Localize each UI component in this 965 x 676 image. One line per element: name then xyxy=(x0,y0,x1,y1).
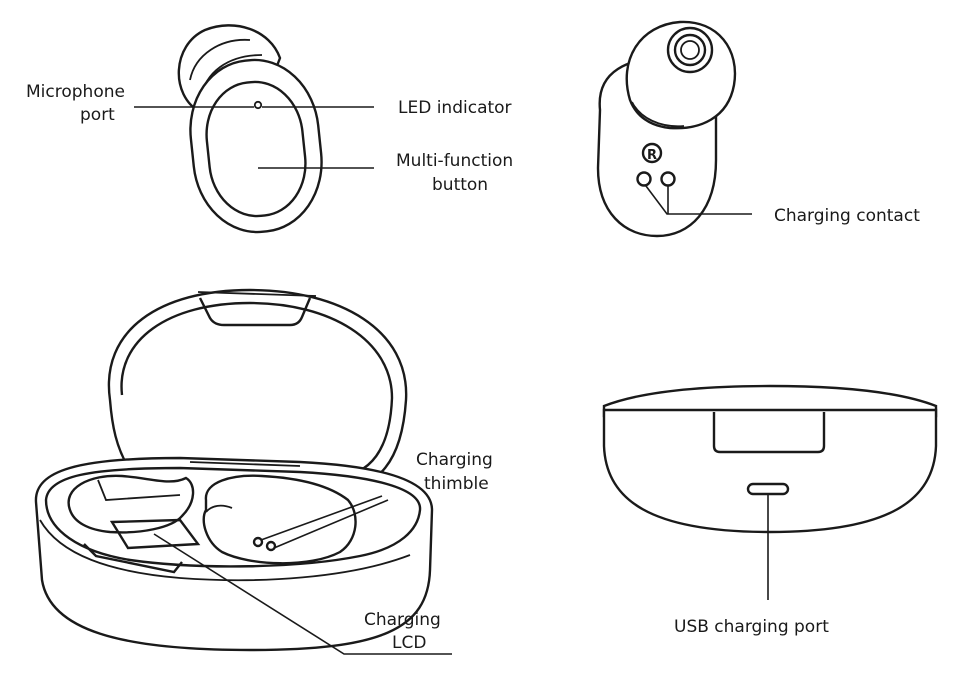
charging-thimble-left xyxy=(252,536,264,548)
leader-charging-contact xyxy=(645,185,752,215)
label-charging-lcd-line2: LCD xyxy=(392,633,426,653)
earbud-logo-letter: R xyxy=(647,148,657,163)
label-led-indicator: LED indicator xyxy=(398,98,512,118)
earbud-back: R xyxy=(596,20,737,238)
label-microphone-port-line2: port xyxy=(80,105,115,125)
label-charging-contact: Charging contact xyxy=(774,206,920,226)
label-multi-function-line2: button xyxy=(432,175,488,195)
label-microphone-port-line1: Microphone xyxy=(26,82,125,102)
multi-function-button-outline xyxy=(205,80,307,218)
closed-case-rear xyxy=(602,384,938,534)
case-base xyxy=(34,456,434,652)
label-charging-lcd-line1: Charging xyxy=(364,610,441,630)
case-base-tab xyxy=(83,543,183,574)
microphone-port-dot xyxy=(253,100,263,110)
charging-thimble-right xyxy=(265,540,277,552)
label-charging-thimble-line2: thimble xyxy=(424,474,489,494)
closed-case-lid xyxy=(602,384,938,418)
charging-contact-right xyxy=(660,171,676,187)
charging-contact-left xyxy=(636,171,652,187)
label-charging-thimble-line1: Charging xyxy=(416,450,493,470)
case-lid-notch xyxy=(198,297,312,327)
eartip-nozzle-mid xyxy=(673,33,707,67)
earbud-front xyxy=(177,24,323,234)
case-base-rim xyxy=(44,466,422,568)
leader-charging-lcd xyxy=(153,533,452,655)
closed-case-hinge xyxy=(712,412,826,454)
earbud-logo-circle xyxy=(641,142,663,164)
label-multi-function-line1: Multi-function xyxy=(396,151,513,171)
case-cavity-right xyxy=(202,474,357,565)
earbud-front-body xyxy=(189,58,323,234)
case-lid-inner xyxy=(120,301,394,480)
case-cavity-left xyxy=(67,474,195,534)
leader-charging-thimble xyxy=(260,495,383,541)
closed-case-body xyxy=(602,408,938,534)
open-case xyxy=(34,288,434,652)
charging-lcd-window xyxy=(109,518,201,550)
eartip-nozzle-inner xyxy=(680,40,700,60)
label-usb-charging-port: USB charging port xyxy=(674,617,829,637)
